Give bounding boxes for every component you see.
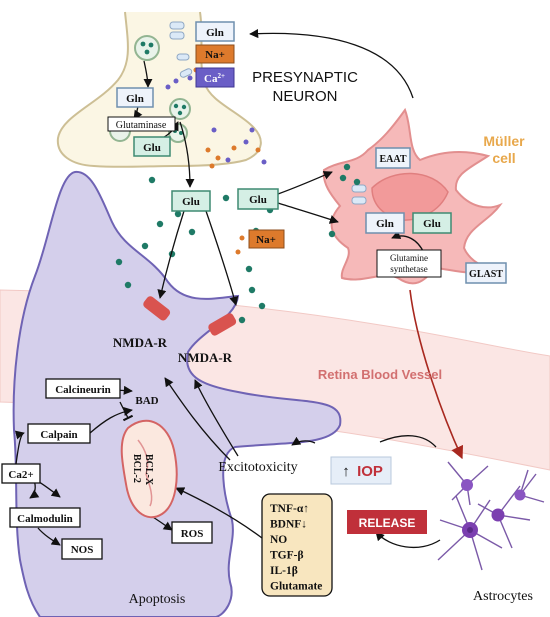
glutamine-synthetase-box: Glutamine synthetase	[376, 249, 442, 278]
svg-text:Calmodulin: Calmodulin	[17, 513, 73, 525]
gln-box-top: Gln	[195, 21, 235, 42]
svg-text:Glu: Glu	[143, 142, 161, 154]
retina-blood-vessel-label: Retina Blood Vessel	[318, 367, 442, 382]
bcl-2-label: BCL-2	[131, 454, 142, 483]
ros-box: ROS	[171, 521, 213, 544]
nos-box: NOS	[61, 538, 103, 560]
svg-text:Ca2+: Ca2+	[204, 72, 225, 85]
na-box-top: Na+	[195, 44, 235, 64]
cytokine-item: TGF-β	[270, 550, 304, 562]
svg-text:synthetase: synthetase	[390, 264, 428, 274]
presynaptic-neuron-label: PRESYNAPTIC	[252, 69, 358, 86]
svg-text:Glu: Glu	[249, 194, 267, 206]
svg-text:Glutamine: Glutamine	[390, 253, 428, 263]
gln-box-muller: Gln	[365, 212, 405, 234]
calcineurin-box: Calcineurin	[45, 378, 121, 399]
apoptosis-label: Apoptosis	[129, 592, 186, 607]
svg-text:Calcineurin: Calcineurin	[55, 384, 111, 396]
glu-box-middle: Glu	[237, 188, 279, 210]
svg-text:Gln: Gln	[206, 27, 224, 39]
synaptic-vesicle	[169, 98, 191, 120]
na-box-middle: Na+	[248, 229, 285, 249]
glu-box-cleft: Glu	[171, 190, 211, 212]
glu-box-presynaptic: Glu	[133, 136, 171, 157]
nmda-receptor-right	[208, 313, 237, 336]
gln-box-presynaptic: Gln	[116, 87, 154, 108]
cytokine-item: TNF-α↑	[270, 503, 309, 515]
nmda-r-label-right: NMDA-R	[178, 350, 233, 365]
astrocytes-label: Astrocytes	[473, 589, 533, 604]
svg-text:↑: ↑	[342, 463, 350, 480]
svg-text:Na+: Na+	[256, 234, 276, 246]
ca-box-top: Ca2+	[195, 67, 235, 88]
muller-cell-label: Müller	[483, 133, 525, 149]
gln-transporter	[169, 21, 185, 30]
eaat-box: EAAT	[375, 147, 411, 169]
glu-box-muller: Glu	[412, 212, 452, 234]
release-to-astrocytes-arrow	[409, 289, 464, 460]
ca2-box: Ca2+	[1, 463, 41, 484]
glutaminase-box: Glutaminase	[107, 116, 176, 132]
svg-text:Ca2+: Ca2+	[8, 469, 33, 481]
cytokine-item: NO	[270, 534, 287, 546]
svg-text:GLAST: GLAST	[469, 269, 503, 280]
release-banner: RELEASE	[347, 510, 427, 534]
svg-text:Glu: Glu	[182, 196, 200, 208]
svg-text:RELEASE: RELEASE	[359, 516, 416, 530]
svg-text:IOP: IOP	[357, 463, 383, 480]
svg-text:Gln: Gln	[376, 218, 394, 230]
presynaptic-neuron-label-2: NEURON	[272, 88, 337, 105]
svg-text:NOS: NOS	[71, 544, 94, 556]
eaat-transporter	[351, 184, 367, 193]
calcium-particles	[165, 75, 267, 165]
svg-text:ROS: ROS	[181, 528, 204, 540]
svg-text:Gln: Gln	[126, 93, 144, 105]
nmda-r-label-left: NMDA-R	[113, 335, 168, 350]
bcl-x-label: BCL-X	[143, 454, 154, 486]
svg-text:Calpain: Calpain	[40, 429, 77, 441]
excitotoxicity-label: Excitotoxicity	[218, 460, 297, 475]
cytokine-item: Glutamate	[270, 581, 322, 593]
astrocytes-cluster	[437, 461, 545, 571]
muller-nucleus	[371, 172, 449, 221]
iop-box: ↑ IOP	[330, 456, 392, 485]
svg-text:EAAT: EAAT	[379, 154, 406, 165]
cytokine-item: BDNF↓	[270, 519, 307, 531]
svg-text:Glutaminase: Glutaminase	[116, 120, 167, 131]
na-channel	[176, 53, 190, 61]
muller-cell-label-2: cell	[492, 150, 515, 166]
svg-text:Glu: Glu	[423, 218, 441, 230]
synaptic-vesicle	[134, 35, 160, 61]
svg-text:Na+: Na+	[205, 49, 225, 61]
ca-channel	[179, 68, 193, 78]
glast-box: GLAST	[465, 262, 507, 284]
calpain-box: Calpain	[27, 423, 91, 444]
calmodulin-box: Calmodulin	[9, 507, 81, 528]
cytokine-item: IL-1β	[270, 565, 298, 577]
bad-label: BAD	[135, 395, 158, 407]
mitochondrion	[120, 419, 178, 519]
nmda-receptor-left	[143, 296, 171, 321]
